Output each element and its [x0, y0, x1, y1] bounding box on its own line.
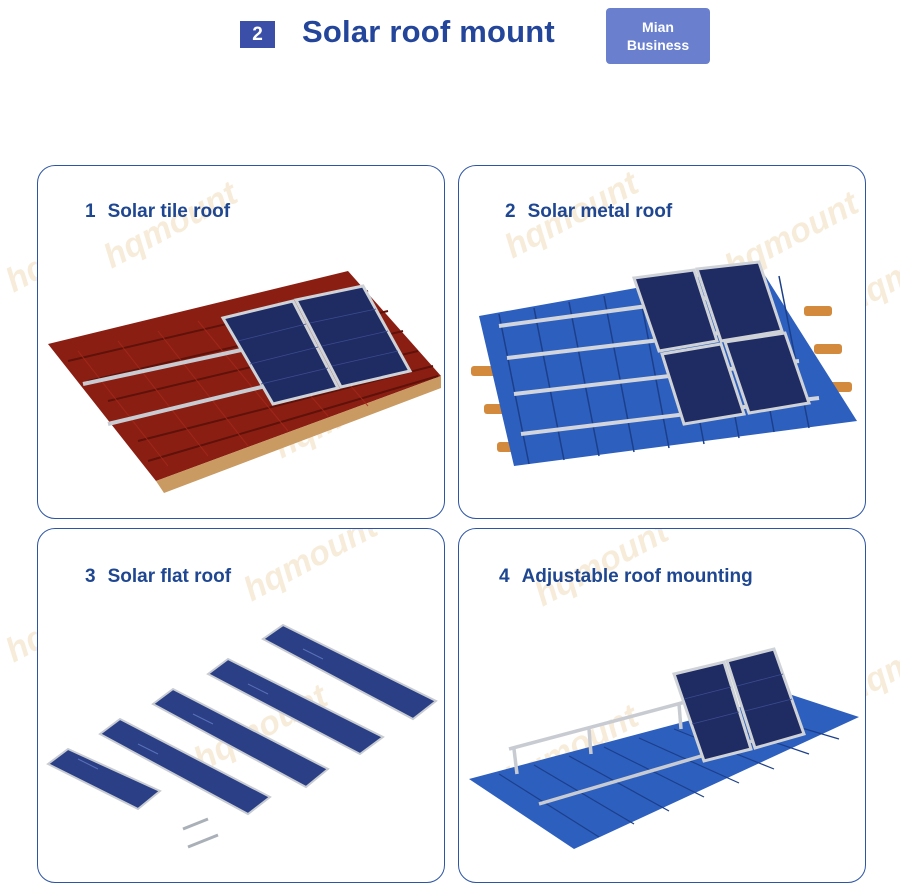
adjustable-roof-illustration — [469, 647, 859, 849]
business-badge-line2: Business — [626, 37, 690, 53]
flat-roof-illustration — [46, 623, 438, 849]
card-label: Solar flat roof — [107, 566, 232, 587]
section-number-badge: 2 — [240, 21, 275, 48]
tile-roof-illustration — [48, 271, 441, 493]
card-number: 3 — [85, 566, 96, 587]
card-title: 4 Adjustable roof mounting — [499, 566, 753, 588]
business-badge-button[interactable]: Mian Business — [606, 8, 710, 64]
card-title: 1 Solar tile roof — [85, 201, 230, 223]
page-title: Solar roof mount — [302, 14, 555, 49]
card-number: 1 — [85, 201, 96, 222]
card-number: 2 — [505, 201, 516, 222]
card-title: 3 Solar flat roof — [85, 566, 231, 588]
card-title: 2 Solar metal roof — [505, 201, 672, 223]
card-number: 4 — [499, 566, 510, 587]
card-label: Solar tile roof — [107, 201, 231, 222]
card-label: Adjustable roof mounting — [521, 566, 753, 587]
page-header: 2 Solar roof mount Mian Business — [0, 0, 900, 80]
card-label: Solar metal roof — [527, 201, 673, 222]
business-badge-line1: Mian — [642, 19, 674, 35]
metal-roof-illustration — [471, 260, 857, 466]
